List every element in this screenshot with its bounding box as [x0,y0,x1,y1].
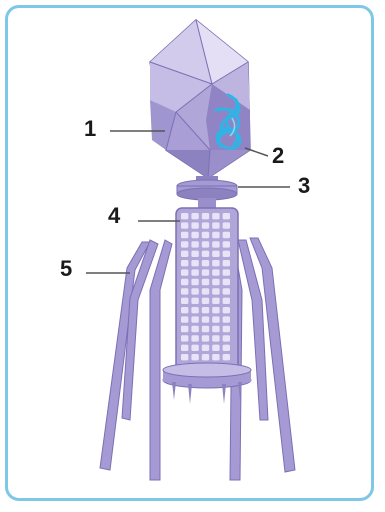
sheath-cell [181,345,188,351]
sheath-cell [191,335,198,341]
sheath-cell [223,288,230,294]
sheath-cell [191,232,198,238]
sheath-cell [202,279,209,285]
sheath-cell [202,213,209,219]
sheath-cell [181,307,188,313]
sheath-cell [181,232,188,238]
sheath-cell [191,279,198,285]
sheath-cell [212,345,219,351]
sheath-cell [202,345,209,351]
label-5: 5 [60,258,72,280]
sheath-cell [202,260,209,266]
leader-line-2 [245,148,268,156]
sheath-cell [191,241,198,247]
tail-sheath [176,208,238,378]
sheath-cell [212,222,219,228]
sheath-cell [223,241,230,247]
sheath-cell [212,288,219,294]
sheath-cell [212,232,219,238]
sheath-cell [202,307,209,313]
sheath-cell [181,241,188,247]
sheath-cell [223,260,230,266]
collar [177,176,237,210]
sheath-cell [181,288,188,294]
sheath-cell [223,279,230,285]
sheath-cell [202,241,209,247]
sheath-cell [191,354,198,360]
sheath-cell [223,316,230,322]
sheath-cell [212,335,219,341]
sheath-cell [191,222,198,228]
sheath-cell [223,251,230,257]
sheath-cell [223,213,230,219]
sheath-cell [212,213,219,219]
sheath-cell [223,298,230,304]
sheath-cell [181,316,188,322]
sheath-cell [191,307,198,313]
sheath-cell [223,345,230,351]
sheath-cell [212,279,219,285]
sheath-cell [181,260,188,266]
sheath-cell [202,335,209,341]
sheath-cell [181,251,188,257]
sheath-cell [202,222,209,228]
sheath-cell [191,213,198,219]
sheath-cell [181,298,188,304]
sheath-cell [191,345,198,351]
tail-fiber-left-inner [150,240,172,480]
sheath-cell [202,232,209,238]
label-2: 2 [272,145,284,167]
sheath-cell [181,222,188,228]
sheath-cell [223,335,230,341]
sheath-cell [212,307,219,313]
sheath-cell [191,326,198,332]
sheath-cell [223,222,230,228]
sheath-cell [223,354,230,360]
sheath-cell [212,316,219,322]
sheath-cell [212,298,219,304]
sheath-cell [181,354,188,360]
sheath-cell [223,269,230,275]
sheath-cell [212,269,219,275]
sheath-cell [181,326,188,332]
sheath-cell [202,354,209,360]
sheath-cell [202,269,209,275]
sheath-cell [181,279,188,285]
sheath-cell [212,241,219,247]
sheath-cell [202,326,209,332]
sheath-cell [212,260,219,266]
sheath-cell [181,213,188,219]
sheath-cell [223,232,230,238]
label-1: 1 [84,118,96,140]
sheath-cell [191,260,198,266]
sheath-cell [191,298,198,304]
sheath-cell [202,251,209,257]
sheath-cell [191,269,198,275]
sheath-cell [181,335,188,341]
sheath-cell [191,316,198,322]
sheath-cell [212,326,219,332]
sheath-cell [191,251,198,257]
label-3: 3 [298,175,310,197]
sheath-cell [181,269,188,275]
sheath-cell [202,288,209,294]
sheath-cell [202,316,209,322]
capsid-head [150,20,250,178]
label-4: 4 [108,205,120,227]
sheath-cell [223,307,230,313]
sheath-cell [212,251,219,257]
sheath-cell [191,288,198,294]
sheath-cell [202,298,209,304]
sheath-cell [212,354,219,360]
sheath-cell [223,326,230,332]
